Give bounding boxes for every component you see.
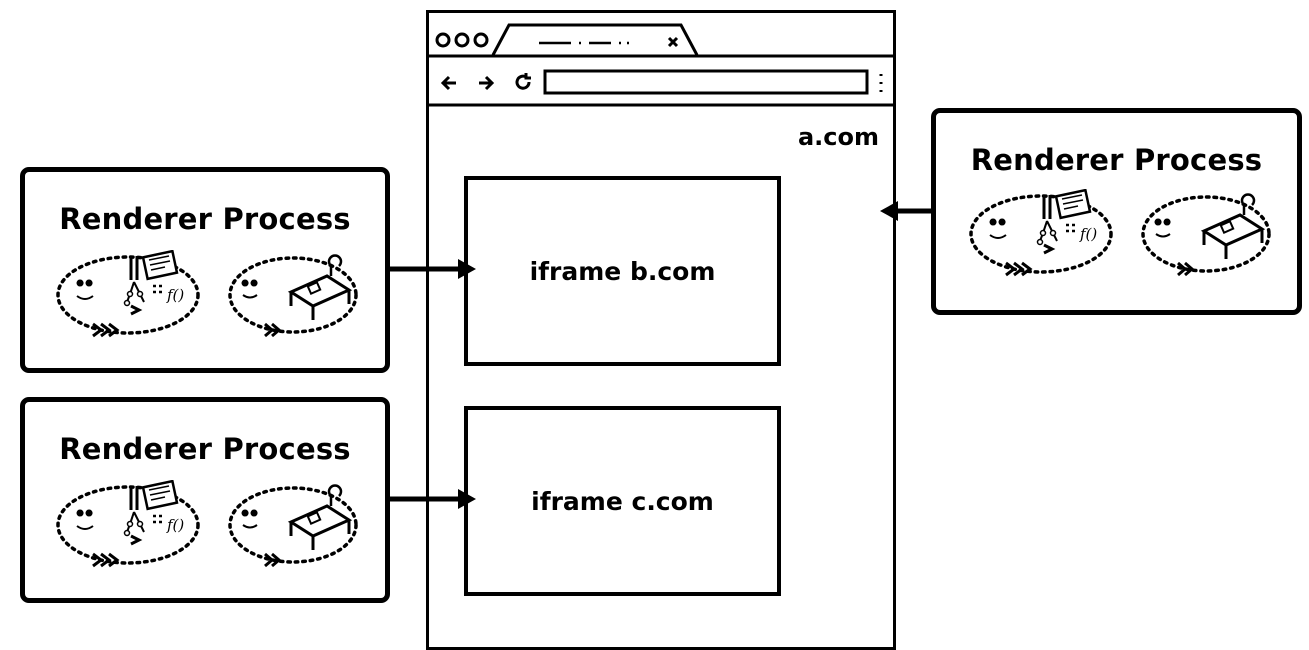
thread-icons bbox=[56, 250, 358, 338]
arrow-to-main-frame bbox=[880, 201, 934, 221]
address-bar[interactable] bbox=[543, 69, 869, 95]
browser-chrome bbox=[429, 23, 893, 107]
traffic-light-dots-icon[interactable] bbox=[435, 32, 489, 48]
browser-window: a.com iframe b.com iframe c.com bbox=[426, 10, 896, 650]
process-title: Renderer Process bbox=[59, 202, 351, 236]
back-arrow-icon[interactable] bbox=[440, 75, 456, 91]
renderer-process-b: Renderer Process bbox=[20, 167, 390, 373]
forward-arrow-icon[interactable] bbox=[479, 75, 495, 91]
main-thread-icon bbox=[56, 250, 200, 338]
renderer-process-c: Renderer Process bbox=[20, 397, 390, 603]
worker-thread-icon bbox=[228, 253, 358, 338]
worker-thread-icon bbox=[228, 483, 358, 568]
site-origin-label: a.com bbox=[797, 123, 879, 151]
iframe-b: iframe b.com bbox=[464, 176, 781, 366]
browser-tab[interactable] bbox=[491, 23, 699, 56]
main-thread-icon bbox=[56, 480, 200, 568]
iframe-c-label: iframe c.com bbox=[531, 486, 714, 516]
arrow-to-iframe-c bbox=[388, 489, 476, 509]
process-title: Renderer Process bbox=[970, 143, 1263, 177]
main-thread-icon bbox=[969, 189, 1113, 277]
arrow-to-iframe-b bbox=[388, 259, 476, 279]
iframe-b-label: iframe b.com bbox=[529, 256, 716, 286]
thread-icons bbox=[56, 480, 358, 568]
thread-icons bbox=[969, 189, 1271, 277]
reload-icon[interactable] bbox=[515, 73, 531, 90]
worker-thread-icon bbox=[1141, 192, 1271, 277]
renderer-process-a: Renderer Process bbox=[931, 108, 1302, 315]
process-title: Renderer Process bbox=[59, 432, 351, 466]
close-icon[interactable] bbox=[667, 36, 679, 48]
iframe-c: iframe c.com bbox=[464, 406, 781, 596]
